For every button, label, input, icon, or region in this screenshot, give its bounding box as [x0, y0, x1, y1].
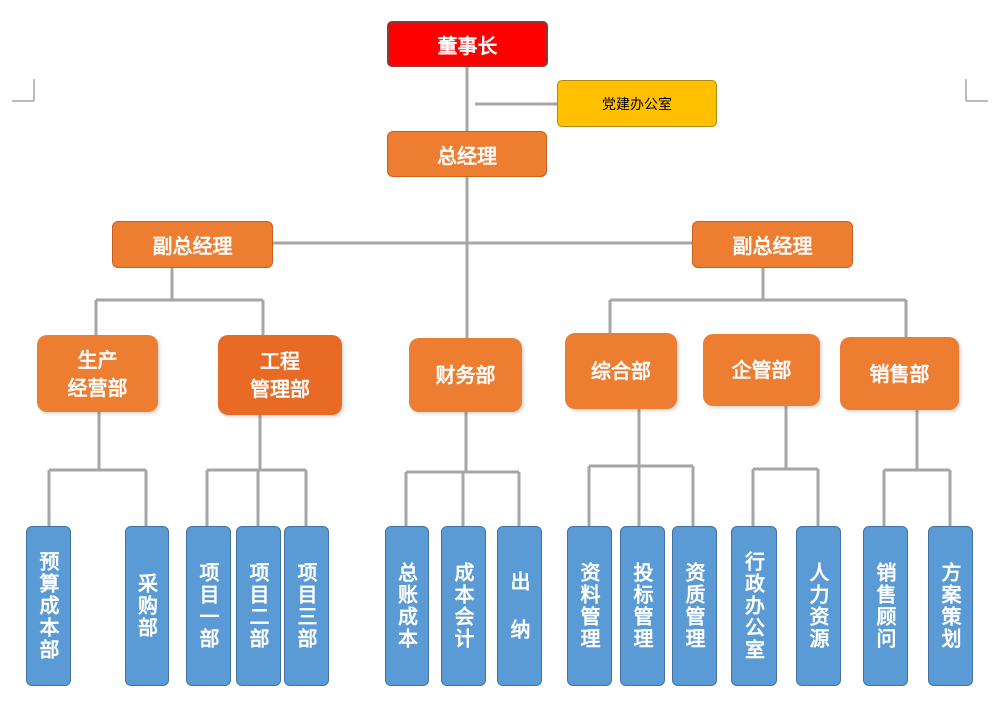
dept-production: 生产 经营部	[37, 335, 158, 412]
unit-sales-consult: 销售顾问	[863, 526, 908, 686]
dept-general: 综合部	[565, 333, 677, 409]
vice-manager-left-box: 副总经理	[112, 221, 273, 268]
dept-engineering: 工程 管理部	[218, 335, 342, 415]
unit-cost-accounting: 成本会计	[441, 526, 486, 686]
general-manager-box: 总经理	[387, 131, 547, 177]
dept-finance: 财务部	[409, 338, 522, 412]
unit-budget-cost: 预算成本部	[26, 526, 71, 686]
unit-project3: 项目三部	[284, 526, 329, 686]
unit-cashier: 出 纳	[497, 526, 542, 686]
vice-manager-right-box: 副总经理	[692, 221, 853, 268]
unit-admin-office: 行政办公室	[731, 526, 777, 686]
unit-project1: 项目一部	[186, 526, 231, 686]
dept-enterprise: 企管部	[703, 334, 820, 406]
unit-procurement: 采购部	[125, 526, 169, 686]
unit-project2: 项目二部	[236, 526, 281, 686]
dept-sales: 销售部	[840, 337, 959, 410]
unit-ledger-cost: 总账成本	[385, 526, 429, 686]
chairman-box: 董事长	[387, 21, 548, 67]
unit-bid-mgmt: 投标管理	[620, 526, 665, 686]
unit-hr: 人力资源	[796, 526, 841, 686]
unit-planning: 方案策划	[928, 526, 973, 686]
unit-qual-mgmt: 资质管理	[672, 526, 717, 686]
party-office-box: 党建办公室	[557, 80, 717, 127]
unit-data-mgmt: 资料管理	[567, 526, 612, 686]
